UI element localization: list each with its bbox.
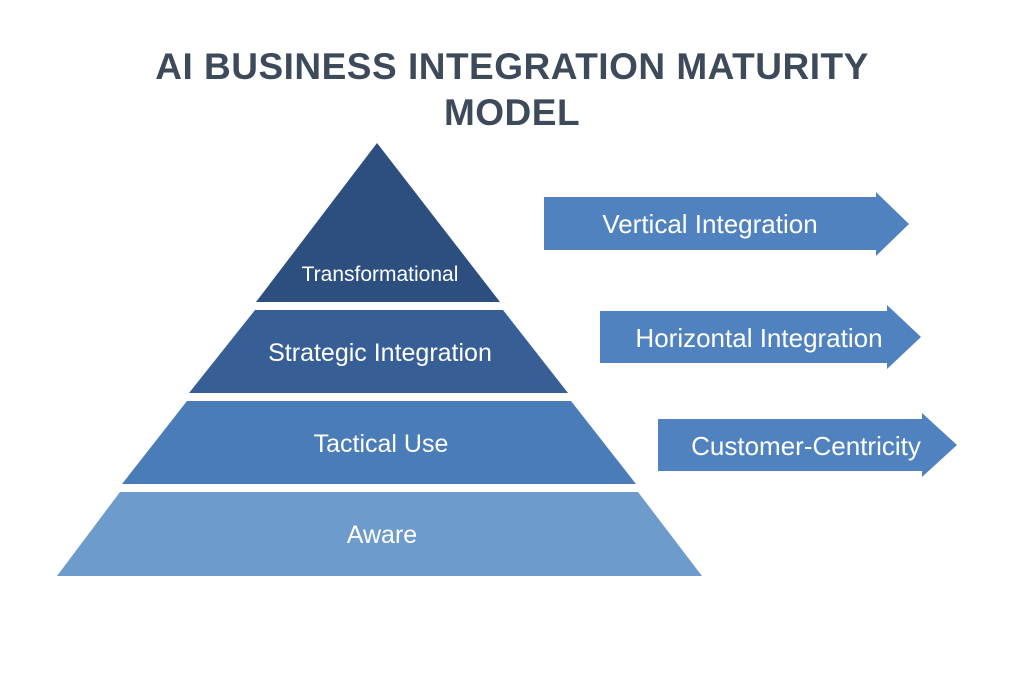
pyramid-label-transformational: Transformational xyxy=(302,263,459,286)
pyramid-label-aware: Aware xyxy=(347,521,417,549)
pyramid-level-transformational xyxy=(256,143,500,302)
pyramid-level-aware xyxy=(57,492,702,576)
pyramid-level-strategic-integration xyxy=(189,310,568,393)
pyramid: Transformational Strategic Integration T… xyxy=(57,143,702,576)
diagram-title: AI BUSINESS INTEGRATION MATURITY MODEL xyxy=(0,44,1024,136)
arrow-horizontal-integration xyxy=(600,305,921,369)
title-line-2: MODEL xyxy=(443,92,581,133)
arrow-label-customer-centricity: Customer-Centricity xyxy=(691,431,921,461)
arrows: Vertical Integration Horizontal Integrat… xyxy=(544,192,957,477)
pyramid-level-tactical-use xyxy=(122,401,636,484)
pyramid-label-strategic-integration: Strategic Integration xyxy=(268,339,492,367)
arrow-label-vertical-integration: Vertical Integration xyxy=(602,209,817,239)
title-line-1: AI BUSINESS INTEGRATION MATURITY xyxy=(155,46,869,87)
arrow-label-horizontal-integration: Horizontal Integration xyxy=(635,323,882,353)
pyramid-label-tactical-use: Tactical Use xyxy=(314,430,449,458)
arrow-customer-centricity xyxy=(658,413,957,477)
arrow-vertical-integration xyxy=(544,192,909,256)
